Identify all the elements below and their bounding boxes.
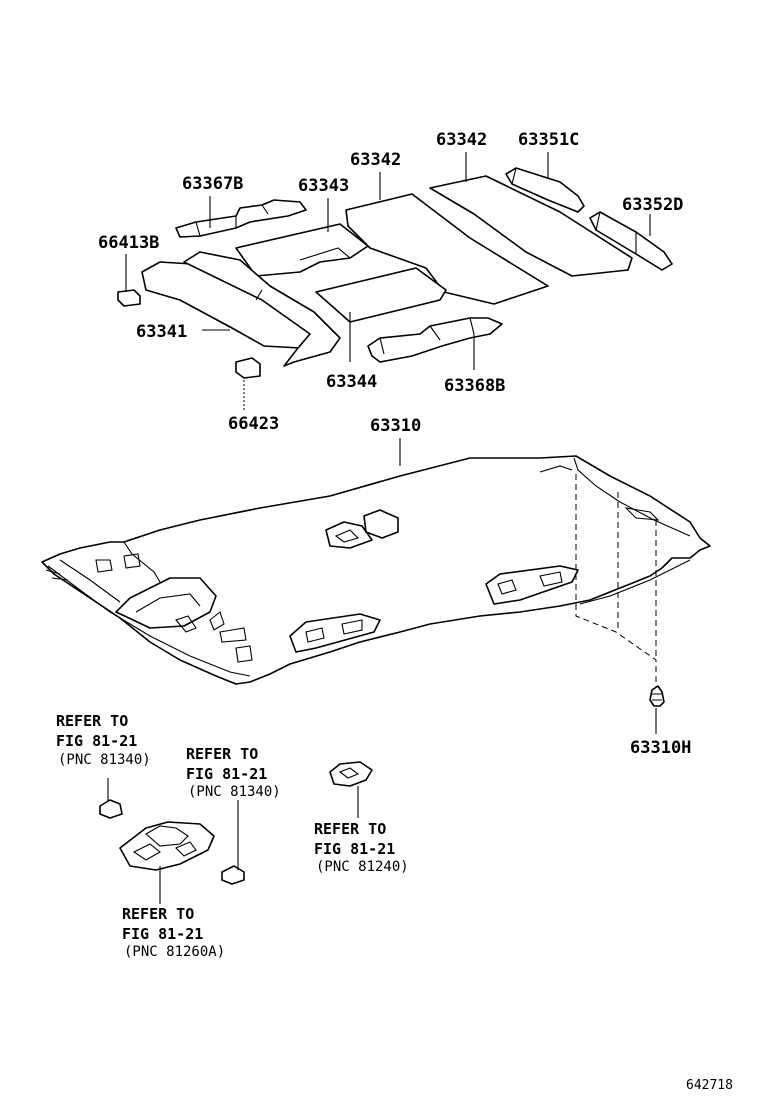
clip-66413b xyxy=(117,289,141,307)
label-63341: 63341 xyxy=(136,322,187,342)
refer-3-line-3: (PNC 81240) xyxy=(316,859,409,875)
label-63352d: 63352D xyxy=(622,195,683,215)
clip-ref-81340-b xyxy=(221,865,245,885)
pad-63342-middle xyxy=(345,193,549,305)
refer-block-1: REFER TO FIG 81-21 (PNC 81340) xyxy=(56,712,151,768)
diagram-id: 642718 xyxy=(686,1078,733,1093)
refer-3-line-2: FIG 81-21 xyxy=(314,840,395,858)
map-lamp xyxy=(329,761,373,787)
pad-63343 xyxy=(235,223,369,277)
label-63368b: 63368B xyxy=(444,376,505,396)
pad-63367b xyxy=(175,199,307,238)
refer-4-line-2: FIG 81-21 xyxy=(122,925,203,943)
refer-1-line-3: (PNC 81340) xyxy=(58,752,151,768)
pad-63342-rear xyxy=(429,175,633,277)
alignment-lines xyxy=(575,474,657,688)
label-66413b: 66413B xyxy=(98,233,159,253)
clip-ref-81340-a xyxy=(99,799,123,819)
refer-block-2: REFER TO FIG 81-21 (PNC 81340) xyxy=(186,745,281,800)
pad-63344 xyxy=(315,267,447,323)
label-63351c: 63351C xyxy=(518,130,579,150)
label-63342-rear: 63342 xyxy=(436,130,487,150)
label-63310: 63310 xyxy=(370,416,421,436)
refer-3-line-1: REFER TO xyxy=(314,820,386,838)
clip-63310h xyxy=(649,685,665,707)
overhead-console xyxy=(119,821,215,871)
refer-4-line-1: REFER TO xyxy=(122,905,194,923)
refer-2-line-1: REFER TO xyxy=(186,745,258,763)
refer-block-4: REFER TO FIG 81-21 (PNC 81260A) xyxy=(122,905,225,960)
refer-4-line-3: (PNC 81260A) xyxy=(124,944,225,960)
label-63342-middle: 63342 xyxy=(350,150,401,170)
refer-block-3: REFER TO FIG 81-21 (PNC 81240) xyxy=(314,820,409,875)
pad-63351c xyxy=(505,167,585,213)
leader-lines xyxy=(107,152,657,904)
refer-1-line-2: FIG 81-21 xyxy=(56,732,137,750)
refer-2-line-3: (PNC 81340) xyxy=(188,784,281,800)
pad-63368b xyxy=(367,317,503,363)
label-63344: 63344 xyxy=(326,372,377,392)
pad-63352d xyxy=(589,211,673,271)
label-63310h: 63310H xyxy=(630,738,691,758)
headliner-63310 xyxy=(41,455,711,685)
label-63343: 63343 xyxy=(298,176,349,196)
refer-1-line-1: REFER TO xyxy=(56,712,128,730)
clip-66423 xyxy=(235,357,261,379)
pad-63341 xyxy=(141,251,341,367)
label-66423: 66423 xyxy=(228,414,279,434)
refer-2-line-2: FIG 81-21 xyxy=(186,765,267,783)
label-63367b: 63367B xyxy=(182,174,243,194)
